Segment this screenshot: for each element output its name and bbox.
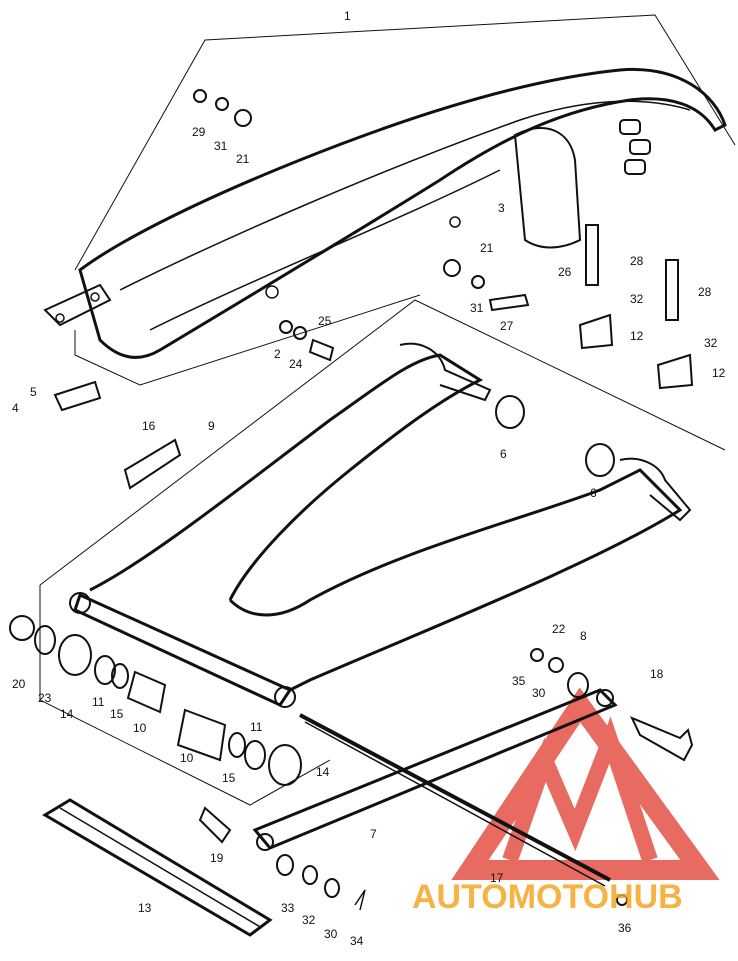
small-hardware-top bbox=[193, 89, 589, 698]
callout-27: 27 bbox=[500, 319, 514, 333]
bolts-28 bbox=[585, 224, 679, 321]
callout-9: 9 bbox=[208, 419, 215, 433]
callout-30: 30 bbox=[532, 686, 546, 700]
callout-12: 12 bbox=[712, 366, 726, 380]
watermark-text: AUTOMOTOHUB bbox=[412, 878, 683, 916]
callout-6: 6 bbox=[500, 447, 507, 461]
callout-28: 28 bbox=[630, 254, 644, 268]
callout-30: 30 bbox=[324, 927, 338, 941]
callout-21: 21 bbox=[480, 241, 494, 255]
callout-6: 6 bbox=[590, 486, 597, 500]
pivot-parts-left bbox=[9, 615, 302, 786]
callout-32: 32 bbox=[630, 292, 644, 306]
callout-32: 32 bbox=[302, 913, 316, 927]
callout-16: 16 bbox=[142, 419, 156, 433]
callout-25: 25 bbox=[318, 314, 332, 328]
callout-18: 18 bbox=[650, 667, 664, 681]
callout-15: 15 bbox=[110, 707, 124, 721]
swing-arm bbox=[69, 342, 692, 708]
callout-11: 11 bbox=[250, 720, 263, 734]
watermark: AUTOMOTOHUB bbox=[412, 878, 683, 916]
callout-19: 19 bbox=[210, 851, 224, 865]
callout-36: 36 bbox=[618, 921, 632, 935]
callout-15: 15 bbox=[222, 771, 236, 785]
callout-12: 12 bbox=[630, 329, 644, 343]
callout-14: 14 bbox=[316, 765, 330, 779]
bushing-lower bbox=[585, 443, 615, 477]
callout-33: 33 bbox=[281, 901, 295, 915]
callout-labels: 1 3 21 29 31 21 26 28 28 32 32 12 12 27 … bbox=[12, 9, 726, 948]
small-hardware-bottom bbox=[198, 806, 628, 911]
callout-3: 3 bbox=[498, 201, 505, 215]
callout-20: 20 bbox=[12, 677, 26, 691]
callout-21: 21 bbox=[236, 152, 250, 166]
callout-10: 10 bbox=[180, 751, 194, 765]
callout-11: 11 bbox=[92, 695, 105, 709]
callout-35: 35 bbox=[512, 674, 526, 688]
chain-joint bbox=[43, 283, 112, 412]
callout-26: 26 bbox=[558, 265, 572, 279]
cover-13 bbox=[42, 798, 273, 937]
callout-8: 8 bbox=[580, 629, 587, 643]
rubber-pad bbox=[123, 438, 182, 490]
callout-28: 28 bbox=[698, 285, 712, 299]
callout-17: 17 bbox=[490, 871, 504, 885]
callout-1: 1 bbox=[344, 9, 351, 23]
callout-23: 23 bbox=[38, 691, 52, 705]
callout-5: 5 bbox=[30, 385, 37, 399]
callout-10: 10 bbox=[133, 721, 147, 735]
callout-7: 7 bbox=[370, 827, 377, 841]
callout-34: 34 bbox=[350, 934, 364, 948]
watermark-logo bbox=[451, 687, 720, 880]
callout-2: 2 bbox=[274, 347, 281, 361]
callout-24: 24 bbox=[289, 357, 303, 371]
callout-4: 4 bbox=[12, 401, 19, 415]
callout-31: 31 bbox=[470, 301, 484, 315]
pivot-shaft bbox=[299, 713, 611, 887]
clamps-12 bbox=[578, 313, 694, 390]
callout-29: 29 bbox=[192, 125, 206, 139]
bushing-upper bbox=[495, 395, 525, 429]
callout-31: 31 bbox=[214, 139, 228, 153]
bolt-18 bbox=[629, 716, 694, 762]
callout-14: 14 bbox=[60, 707, 74, 721]
callout-32: 32 bbox=[704, 336, 718, 350]
callout-13: 13 bbox=[138, 901, 152, 915]
callout-22: 22 bbox=[552, 622, 566, 636]
brake-arm-link bbox=[252, 688, 618, 851]
chain-case bbox=[78, 67, 727, 359]
